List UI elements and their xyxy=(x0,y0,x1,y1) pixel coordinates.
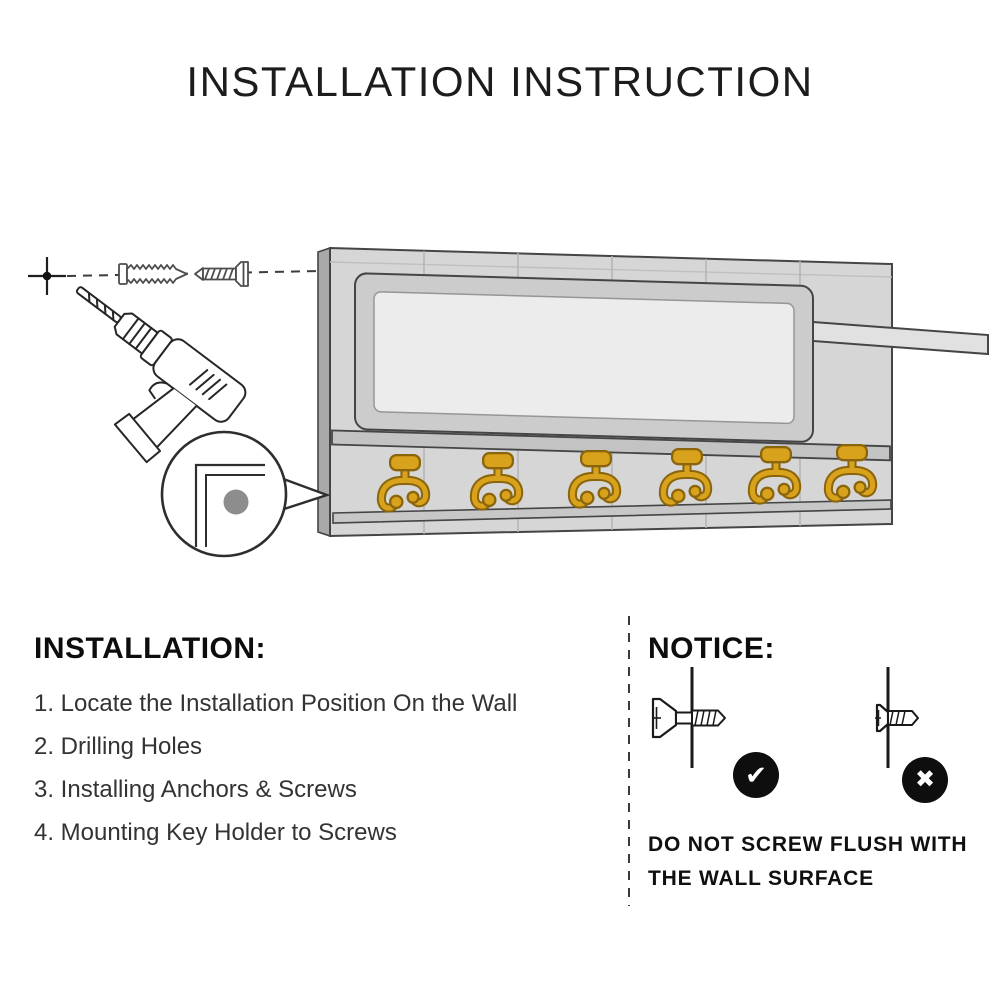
drill-icon xyxy=(75,286,247,464)
notice-heading: NOTICE: xyxy=(648,632,775,665)
shelf-tray xyxy=(331,272,891,462)
wall-anchor-icon xyxy=(118,263,188,285)
installation-step-1: 1. Locate the Installation Position On t… xyxy=(34,690,518,717)
installation-step-3: 3. Installing Anchors & Screws xyxy=(34,776,357,803)
notice-warning-text: DO NOT SCREW FLUSH WITH THE WALL SURFACE xyxy=(648,828,967,896)
installation-diagram xyxy=(28,246,989,558)
page-title: INSTALLATION INSTRUCTION xyxy=(186,58,814,105)
side-bar xyxy=(812,320,989,356)
notice-warning-line-2: THE WALL SURFACE xyxy=(648,867,874,890)
screw-flush-icon xyxy=(875,667,919,768)
bottom-ledge xyxy=(332,499,892,524)
installation-step-2: 2. Drilling Holes xyxy=(34,733,203,760)
installation-step-4: 4. Mounting Key Holder to Screws xyxy=(34,819,397,846)
crosshair-icon xyxy=(28,257,66,295)
check-icon: ✔ xyxy=(733,752,779,798)
screw-protruding-icon xyxy=(651,667,726,768)
notice-warning-line-1: DO NOT SCREW FLUSH WITH xyxy=(648,833,968,856)
installation-steps: 1. Locate the Installation Position On t… xyxy=(34,682,517,854)
guide-dashed-line xyxy=(66,270,323,277)
shelf-rail xyxy=(331,429,891,462)
installation-heading: INSTALLATION: xyxy=(34,632,267,665)
cross-icon: ✖ xyxy=(902,757,948,803)
screw-icon xyxy=(194,261,249,287)
section-divider xyxy=(628,616,630,906)
key-holder-illustration xyxy=(317,246,989,538)
screw-hole-dot xyxy=(223,489,249,515)
magnifier-callout xyxy=(160,430,331,558)
